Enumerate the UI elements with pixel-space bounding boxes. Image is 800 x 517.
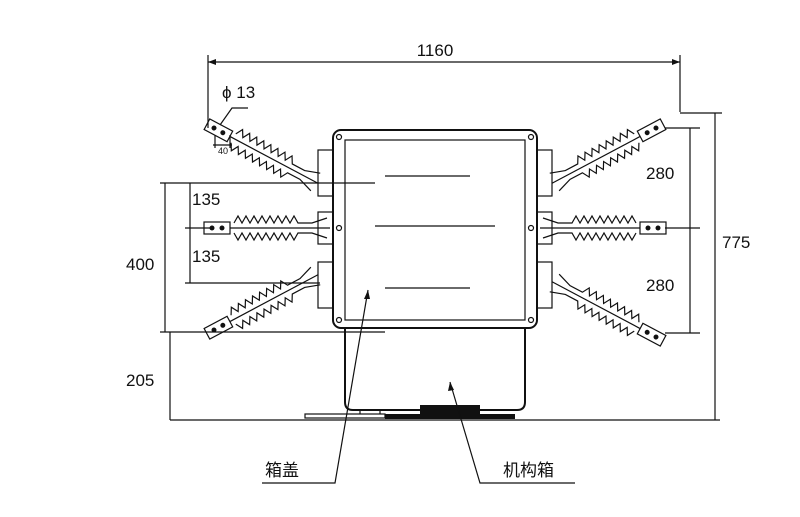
dimension-280-upper: 280 [646, 164, 674, 183]
bushing-right-middle [539, 215, 667, 241]
bushing-flanges [317, 149, 553, 309]
label-mechanism-box-text: 机构箱 [503, 461, 554, 481]
dimension-135-lower: 135 [192, 247, 220, 266]
dimension-280-lower: 280 [646, 276, 674, 295]
dimension-phi13: ϕ 13 [222, 83, 255, 102]
label-mechanism-box: 机构箱 [448, 381, 575, 484]
label-cover: 箱盖 [262, 289, 370, 484]
dimension-135-upper: 135 [192, 190, 220, 209]
cover-box [332, 129, 538, 329]
dimension-left: 135 135 400 205 [126, 182, 385, 420]
dimension-775: 775 [722, 233, 750, 252]
dimension-right: 280 280 775 [646, 112, 750, 420]
dimension-hole: ϕ 13 40 [213, 83, 255, 156]
label-cover-text: 箱盖 [265, 461, 299, 481]
bushing-left-middle [203, 215, 331, 241]
dimension-400: 400 [126, 255, 154, 274]
dimension-1160: 1160 [417, 41, 454, 60]
mechanism-box [170, 328, 720, 421]
dimension-205: 205 [126, 371, 154, 390]
dimension-40: 40 [218, 146, 228, 156]
dimension-overall-width: 1160 [207, 41, 681, 128]
